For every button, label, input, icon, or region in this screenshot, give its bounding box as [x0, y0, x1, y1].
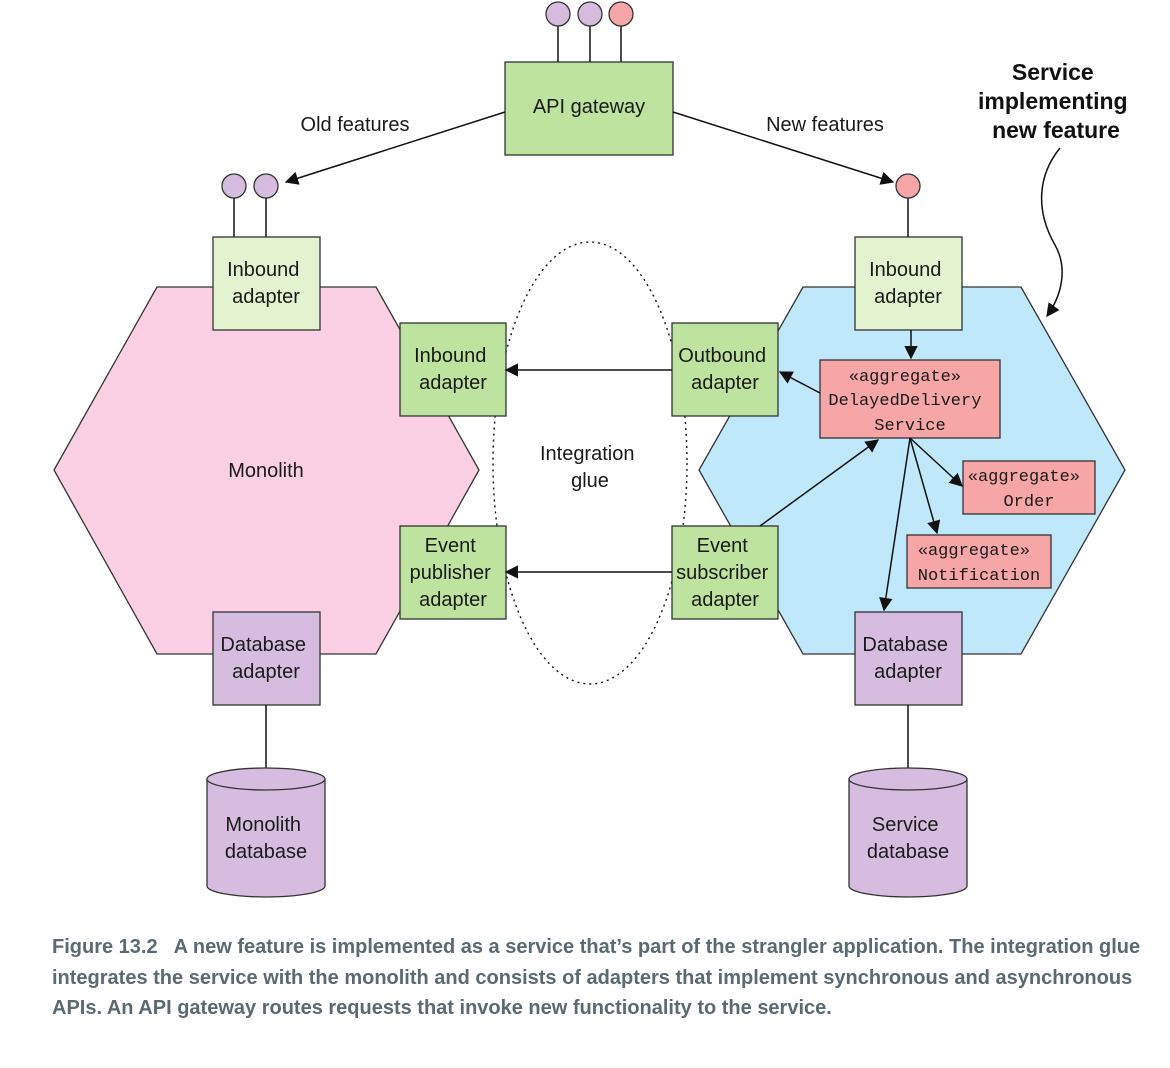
service-inbound-adapter — [854, 236, 963, 331]
api-gateway-label: API gateway — [533, 96, 645, 118]
subscriber-to-aggregate-arrow — [759, 439, 880, 527]
aggregate-to-order-arrow — [909, 437, 963, 487]
monolith-inbound-adapter-right — [399, 322, 507, 417]
gateway-port-new — [608, 1, 634, 27]
monolith-port-1 — [221, 173, 247, 199]
event-publisher-adapter — [399, 525, 507, 620]
monolith-inbound-adapter-right-label: Inbound adapter — [414, 345, 492, 394]
figure-caption-text: A new feature is implemented as a servic… — [52, 936, 1141, 1019]
aggregate-delayed-delivery-service — [819, 359, 1001, 439]
event-subscriber-adapter — [671, 525, 779, 620]
aggregate-notification-label: «aggregate» Notification — [918, 542, 1040, 586]
new-features-arrow — [672, 111, 895, 185]
gateway-port-old-1 — [545, 1, 571, 27]
service-database-adapter — [854, 611, 963, 706]
aggregate-to-outbound-arrow — [778, 371, 821, 394]
aggregate-order — [962, 460, 1096, 515]
aggregate-delayed-delivery-service-label: «aggregate» DelayedDelivery Service — [828, 368, 991, 436]
monolith-database-adapter — [212, 611, 321, 706]
service-database-adapter-label: Database adapter — [862, 634, 953, 683]
monolith-port-2 — [253, 173, 279, 199]
service-annotation: Service implementing new feature — [978, 59, 1134, 143]
integration-glue-label: Integration glue — [540, 443, 640, 492]
gateway-port-old-2 — [577, 1, 603, 27]
figure-number: Figure 13.2 — [52, 936, 158, 958]
outbound-adapter-label: Outbound adapter — [678, 345, 771, 394]
aggregate-notification — [906, 534, 1052, 589]
aggregate-to-notification-arrow — [909, 437, 941, 535]
aggregate-to-database-adapter-arrow — [879, 437, 911, 612]
monolith-database-cylinder — [206, 767, 326, 898]
monolith-label: Monolith — [228, 460, 304, 482]
monolith-database-label: Monolith database — [225, 814, 307, 863]
service-database-cylinder — [848, 767, 968, 898]
old-features-label: Old features — [301, 114, 410, 136]
service-port — [895, 173, 921, 199]
event-subscriber-adapter-label: Event subscriber adapter — [676, 535, 774, 611]
outbound-adapter — [671, 322, 779, 417]
service-database-label: Service database — [867, 814, 949, 863]
architecture-diagram: Integration glue Monolith API gateway Ol… — [53, 1, 1134, 898]
monolith-inbound-adapter-top-label: Inbound adapter — [227, 259, 305, 308]
integration-glue-ellipse — [492, 241, 688, 685]
monolith-inbound-adapter-top — [212, 236, 321, 331]
monolith-hexagon — [53, 286, 480, 655]
monolith-database-adapter-label: Database adapter — [220, 634, 311, 683]
old-features-arrow — [284, 111, 506, 185]
annotation-pointer-arrow — [1040, 147, 1063, 318]
aggregate-order-label: «aggregate» Order — [968, 468, 1090, 512]
api-gateway-box — [504, 61, 674, 156]
new-features-label: New features — [766, 114, 884, 136]
service-inbound-adapter-label: Inbound adapter — [869, 259, 947, 308]
event-publisher-adapter-label: Event publisher adapter — [410, 535, 497, 611]
